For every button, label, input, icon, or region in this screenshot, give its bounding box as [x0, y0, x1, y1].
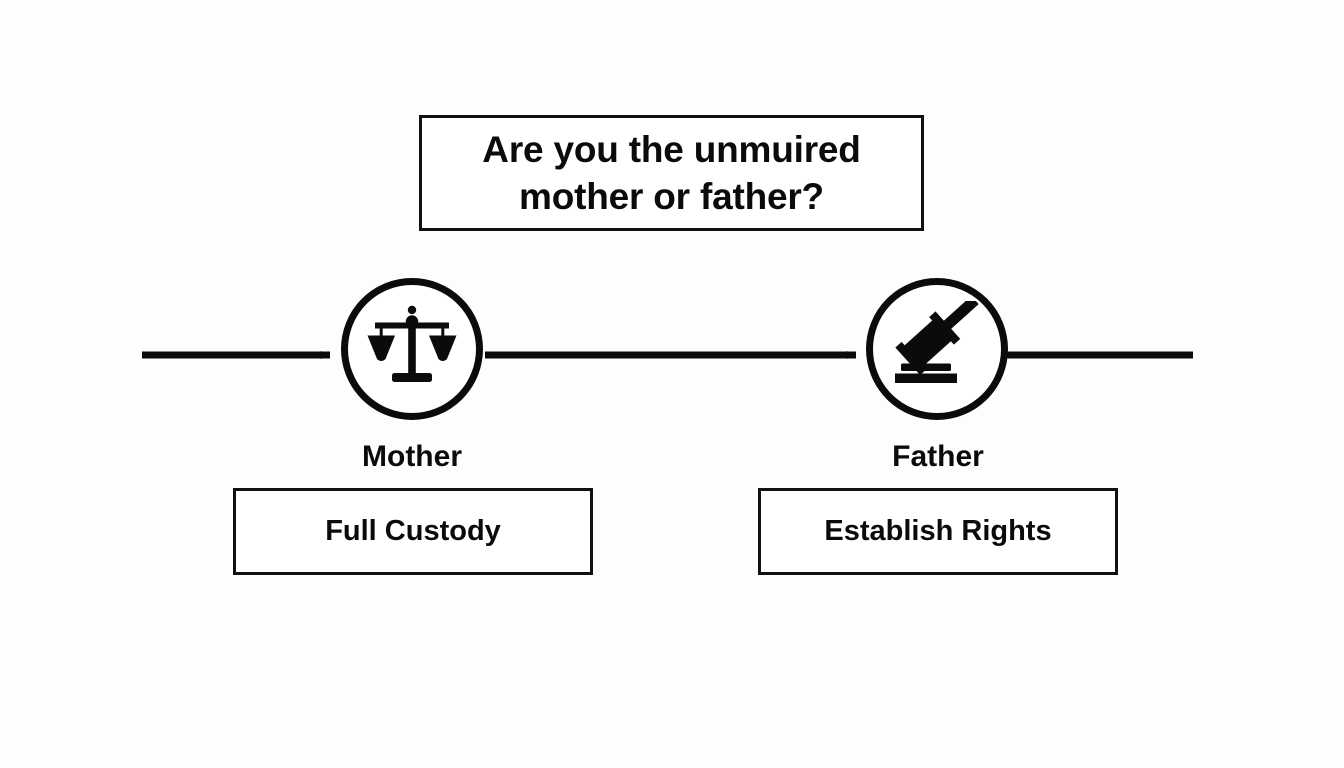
- outcome-text-mother: Full Custody: [325, 515, 501, 547]
- node-label-mother: Mother: [362, 440, 462, 473]
- scales-of-justice-icon: [364, 301, 460, 398]
- question-box: Are you the unmuired mother or father?: [419, 115, 924, 231]
- gavel-icon: [889, 295, 985, 398]
- outcome-box-father[interactable]: Establish Rights: [758, 488, 1118, 575]
- question-text: Are you the unmuired mother or father?: [482, 128, 861, 217]
- node-father[interactable]: [866, 278, 1008, 420]
- outcome-text-father: Establish Rights: [824, 515, 1052, 547]
- node-mother[interactable]: [341, 278, 483, 420]
- node-label-father: Father: [892, 440, 984, 473]
- outcome-box-mother[interactable]: Full Custody: [233, 488, 593, 575]
